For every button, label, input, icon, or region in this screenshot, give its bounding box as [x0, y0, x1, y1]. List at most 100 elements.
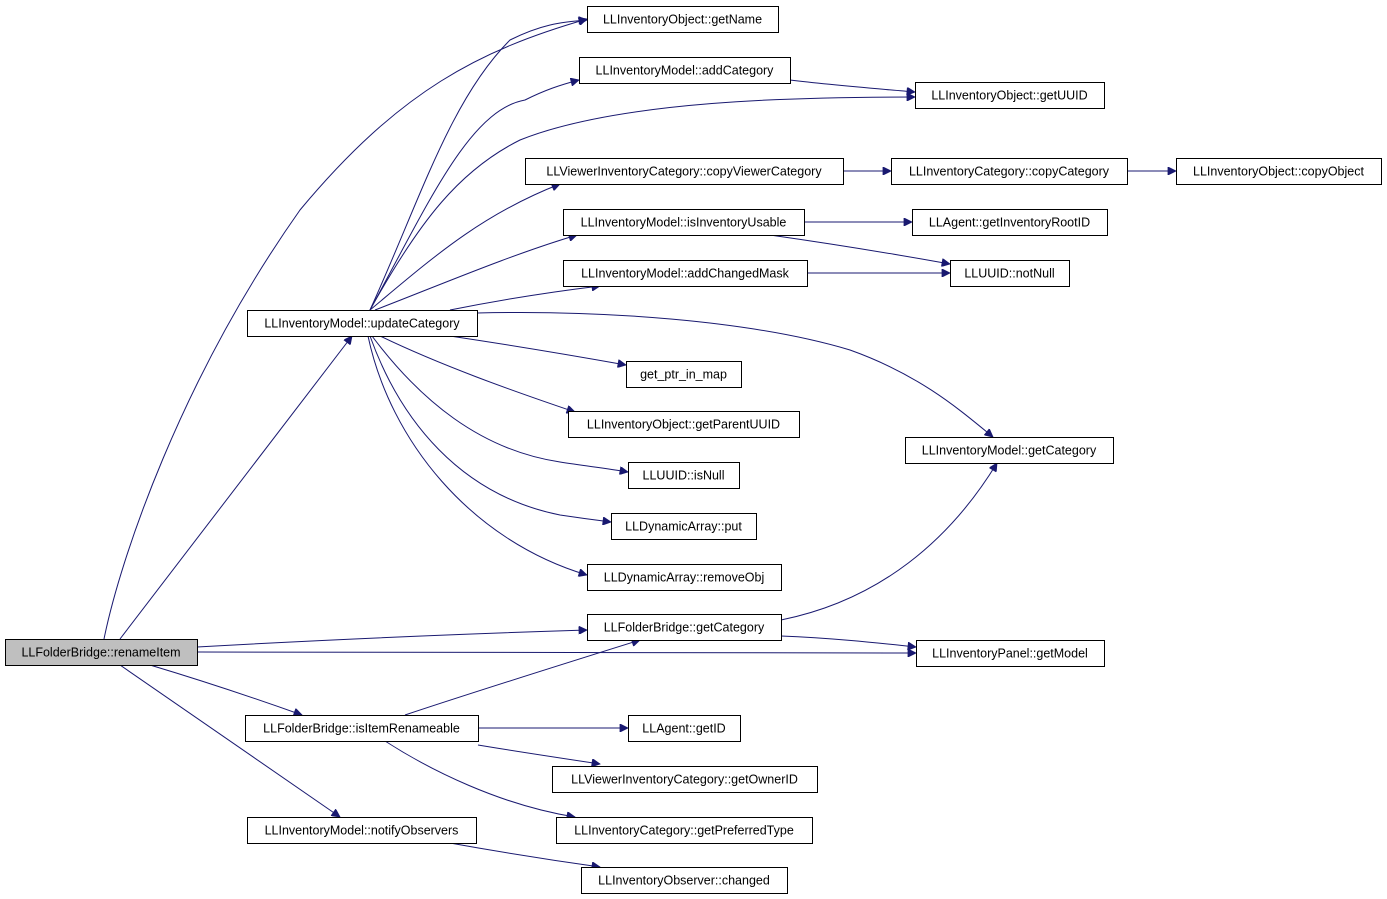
node-label: LLViewerInventoryCategory::getOwnerID: [571, 773, 798, 787]
node-notNull[interactable]: LLUUID::notNull: [950, 260, 1070, 287]
node-getUUID[interactable]: LLInventoryObject::getUUID: [915, 82, 1105, 109]
node-box[interactable]: [611, 513, 757, 540]
node-label: LLAgent::getInventoryRootID: [929, 216, 1090, 230]
node-label: LLViewerInventoryCategory::copyViewerCat…: [546, 165, 822, 179]
edge-notifyObservers-to-changed: [449, 842, 600, 867]
node-box[interactable]: [581, 867, 788, 894]
node-label: LLFolderBridge::renameItem: [21, 646, 180, 660]
node-label: LLInventoryPanel::getModel: [932, 647, 1088, 661]
edge-updateCategory-to-isNull: [371, 335, 628, 472]
node-copyObject[interactable]: LLInventoryObject::copyObject: [1176, 158, 1382, 185]
node-box[interactable]: [916, 640, 1105, 667]
node-model-getCategory[interactable]: LLInventoryModel::getCategory: [905, 437, 1114, 464]
node-getInventoryRootID[interactable]: LLAgent::getInventoryRootID: [912, 209, 1108, 236]
node-box[interactable]: [579, 57, 791, 84]
node-updateCategory[interactable]: LLInventoryModel::updateCategory: [247, 310, 478, 337]
node-bridge-getCategory[interactable]: LLFolderBridge::getCategory: [587, 614, 782, 641]
node-box[interactable]: [247, 817, 477, 844]
node-box[interactable]: [587, 614, 782, 641]
node-box[interactable]: [912, 209, 1108, 236]
edge-rename-to-getModel: [196, 652, 916, 653]
node-label: LLInventoryModel::addChangedMask: [581, 267, 790, 281]
node-label: LLDynamicArray::removeObj: [604, 571, 764, 585]
node-getModel[interactable]: LLInventoryPanel::getModel: [916, 640, 1105, 667]
node-getName[interactable]: LLInventoryObject::getName: [587, 6, 779, 33]
node-box[interactable]: [891, 158, 1128, 185]
node-box[interactable]: [552, 766, 818, 793]
node-box[interactable]: [950, 260, 1070, 287]
edge-updateCategory-to-getUUID: [369, 97, 915, 311]
node-label: LLInventoryModel::isInventoryUsable: [581, 216, 787, 230]
node-label: LLFolderBridge::isItemRenameable: [263, 722, 460, 736]
node-label: LLInventoryModel::updateCategory: [264, 317, 460, 331]
edge-bridge_getCategory-to-model_getCategory: [780, 463, 997, 621]
node-getPreferredType[interactable]: LLInventoryCategory::getPreferredType: [556, 817, 813, 844]
node-isItemRenameable[interactable]: LLFolderBridge::isItemRenameable: [245, 715, 479, 742]
node-box[interactable]: [587, 6, 779, 33]
edge-updateCategory-to-put: [369, 335, 611, 522]
node-box[interactable]: [563, 209, 805, 236]
node-copyViewerCategory[interactable]: LLViewerInventoryCategory::copyViewerCat…: [525, 158, 844, 185]
node-label: LLDynamicArray::put: [625, 520, 742, 534]
node-box[interactable]: [628, 715, 741, 742]
edge-isItemRenameable-to-getPreferredType: [384, 740, 575, 817]
edge-isInventoryUsable-to-notNull: [769, 234, 950, 264]
edge-rename-to-updateCategory: [119, 336, 352, 640]
edge-updateCategory-to-addChangedMask: [449, 286, 600, 311]
edge-rename-to-getName: [103, 19, 587, 640]
node-box[interactable]: [915, 82, 1105, 109]
node-label: LLInventoryModel::notifyObservers: [265, 824, 459, 838]
node-label: LLInventoryObject::getParentUUID: [587, 418, 780, 432]
edge-bridge_getCategory-to-getModel: [780, 635, 916, 647]
node-box[interactable]: [247, 310, 478, 337]
node-copyCategory[interactable]: LLInventoryCategory::copyCategory: [891, 158, 1128, 185]
node-label: LLInventoryObject::getUUID: [931, 89, 1087, 103]
node-isNull[interactable]: LLUUID::isNull: [628, 462, 740, 489]
node-label: LLInventoryObserver::changed: [598, 874, 770, 888]
node-box[interactable]: [245, 715, 479, 742]
node-box[interactable]: [5, 639, 198, 666]
edge-rename-to-isItemRenameable: [149, 664, 302, 715]
node-label: LLInventoryModel::getCategory: [922, 444, 1097, 458]
node-notifyObservers[interactable]: LLInventoryModel::notifyObservers: [247, 817, 477, 844]
node-label: LLFolderBridge::getCategory: [604, 621, 765, 635]
node-getID[interactable]: LLAgent::getID: [628, 715, 741, 742]
edge-updateCategory-to-model_getCategory: [476, 311, 993, 437]
node-changed[interactable]: LLInventoryObserver::changed: [581, 867, 788, 894]
node-label: get_ptr_in_map: [640, 368, 727, 382]
node-label: LLInventoryCategory::copyCategory: [909, 165, 1110, 179]
node-isInventoryUsable[interactable]: LLInventoryModel::isInventoryUsable: [563, 209, 805, 236]
node-getParentUUID[interactable]: LLInventoryObject::getParentUUID: [568, 411, 800, 438]
edge-rename-to-bridge_getCategory: [196, 630, 587, 648]
node-box[interactable]: [587, 564, 782, 591]
node-box[interactable]: [905, 437, 1114, 464]
node-addChangedMask[interactable]: LLInventoryModel::addChangedMask: [563, 260, 808, 287]
edge-layer: [103, 19, 1176, 867]
node-box[interactable]: [563, 260, 808, 287]
node-box[interactable]: [568, 411, 800, 438]
node-put[interactable]: LLDynamicArray::put: [611, 513, 757, 540]
node-box[interactable]: [556, 817, 813, 844]
node-box[interactable]: [1176, 158, 1382, 185]
edge-isItemRenameable-to-bridge_getCategory: [404, 640, 640, 716]
edge-updateCategory-to-get_ptr_in_map: [449, 335, 626, 365]
node-rename[interactable]: LLFolderBridge::renameItem: [5, 639, 198, 666]
node-label: LLInventoryCategory::getPreferredType: [574, 824, 794, 838]
edge-isItemRenameable-to-getOwnerID: [477, 744, 600, 764]
node-get-ptr-in-map[interactable]: get_ptr_in_map: [626, 361, 742, 388]
node-removeObj[interactable]: LLDynamicArray::removeObj: [587, 564, 782, 591]
node-label: LLUUID::notNull: [964, 267, 1054, 281]
node-box[interactable]: [626, 361, 742, 388]
node-label: LLUUID::isNull: [643, 469, 725, 483]
edge-updateCategory-to-isInventoryUsable: [374, 235, 577, 311]
node-label: LLInventoryObject::copyObject: [1193, 165, 1364, 179]
node-layer: LLFolderBridge::renameItem LLInventoryObj…: [5, 6, 1382, 894]
edge-updateCategory-to-removeObj: [367, 335, 587, 575]
edge-updateCategory-to-copyViewerCategory: [369, 184, 560, 311]
node-box[interactable]: [628, 462, 740, 489]
node-addCategory[interactable]: LLInventoryModel::addCategory: [579, 57, 791, 84]
node-box[interactable]: [525, 158, 844, 185]
node-getOwnerID[interactable]: LLViewerInventoryCategory::getOwnerID: [552, 766, 818, 793]
edge-updateCategory-to-addCategory: [369, 80, 579, 311]
